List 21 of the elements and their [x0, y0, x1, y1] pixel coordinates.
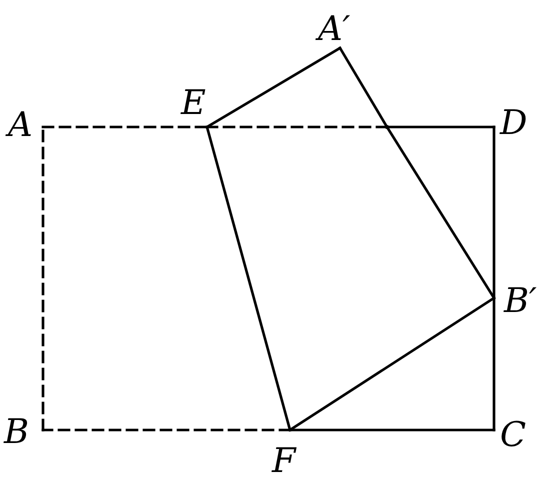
line-segment [492, 296, 496, 432]
line-segment [386, 126, 496, 300]
point-label: A′ [318, 12, 350, 46]
line-segment [492, 126, 496, 300]
line-segment [206, 126, 292, 432]
line-segment [206, 46, 342, 128]
point-label: A [8, 108, 33, 142]
point-label: D [500, 106, 528, 140]
point-label: C [500, 418, 526, 452]
dashed-line-segment [206, 126, 388, 128]
line-segment [338, 46, 388, 128]
point-label: B′ [504, 284, 537, 318]
point-label: E [181, 86, 206, 120]
point-label: B [4, 415, 29, 449]
point-label: F [272, 444, 296, 478]
line-segment [386, 126, 496, 128]
intersection-point [385, 125, 389, 129]
line-segment [288, 296, 496, 432]
line-segment [288, 428, 496, 432]
dashed-line-segment [42, 428, 292, 432]
dashed-line-segment [42, 126, 208, 128]
